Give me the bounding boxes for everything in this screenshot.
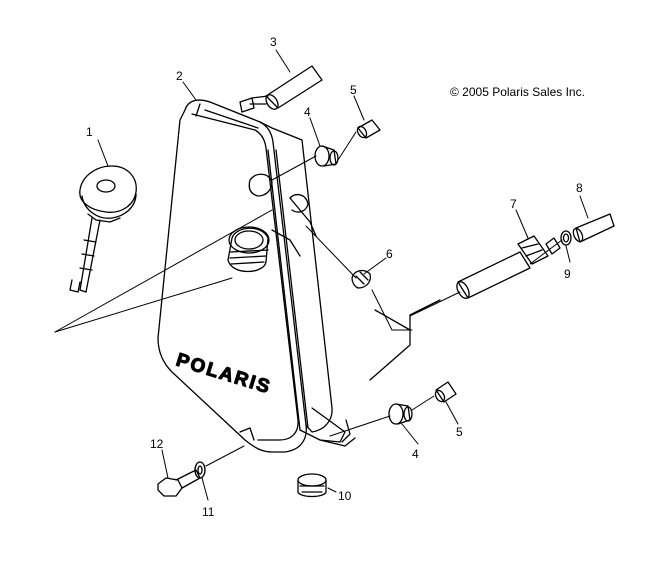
grommet-lower (388, 403, 413, 425)
svg-text:POLARIS: POLARIS (174, 350, 274, 399)
spacer-upper (356, 119, 381, 139)
callout-8: 8 (576, 181, 583, 195)
tank-lower-bracket (319, 299, 441, 447)
callout-11: 11 (202, 505, 215, 519)
callout-12: 12 (150, 437, 164, 451)
vent-hose (239, 65, 323, 113)
grommet-10 (297, 473, 327, 498)
drain-bolt (157, 469, 201, 497)
hose-fitting-7 (456, 235, 561, 299)
washer-11 (194, 461, 206, 479)
callout-4-lower: 4 (412, 447, 419, 461)
callout-1: 1 (86, 125, 93, 139)
callout-7: 7 (510, 197, 517, 211)
assembly-lines (54, 131, 563, 467)
filler-cap-dipstick (69, 165, 137, 293)
callout-5-lower: 5 (456, 425, 463, 439)
copyright-notice: © 2005 Polaris Sales Inc. (450, 85, 585, 99)
grommet-upper (314, 145, 339, 167)
polaris-logo: POLARIS (173, 349, 274, 399)
callout-4-upper: 4 (304, 105, 311, 119)
leader-lines (97, 49, 589, 501)
clamp-9 (560, 230, 572, 246)
callout-3: 3 (270, 35, 277, 49)
spacer-lower (434, 381, 457, 403)
callout-10: 10 (338, 489, 352, 503)
callout-labels: 1 2 3 4 5 6 7 8 9 4 5 10 11 12 (86, 35, 583, 519)
callout-6: 6 (386, 247, 393, 261)
oil-tank: POLARIS (157, 99, 351, 453)
callout-2: 2 (176, 69, 183, 83)
callout-9: 9 (564, 267, 571, 281)
hose-8 (572, 213, 615, 243)
fitting-6 (351, 269, 372, 289)
callout-5-upper: 5 (350, 83, 357, 97)
